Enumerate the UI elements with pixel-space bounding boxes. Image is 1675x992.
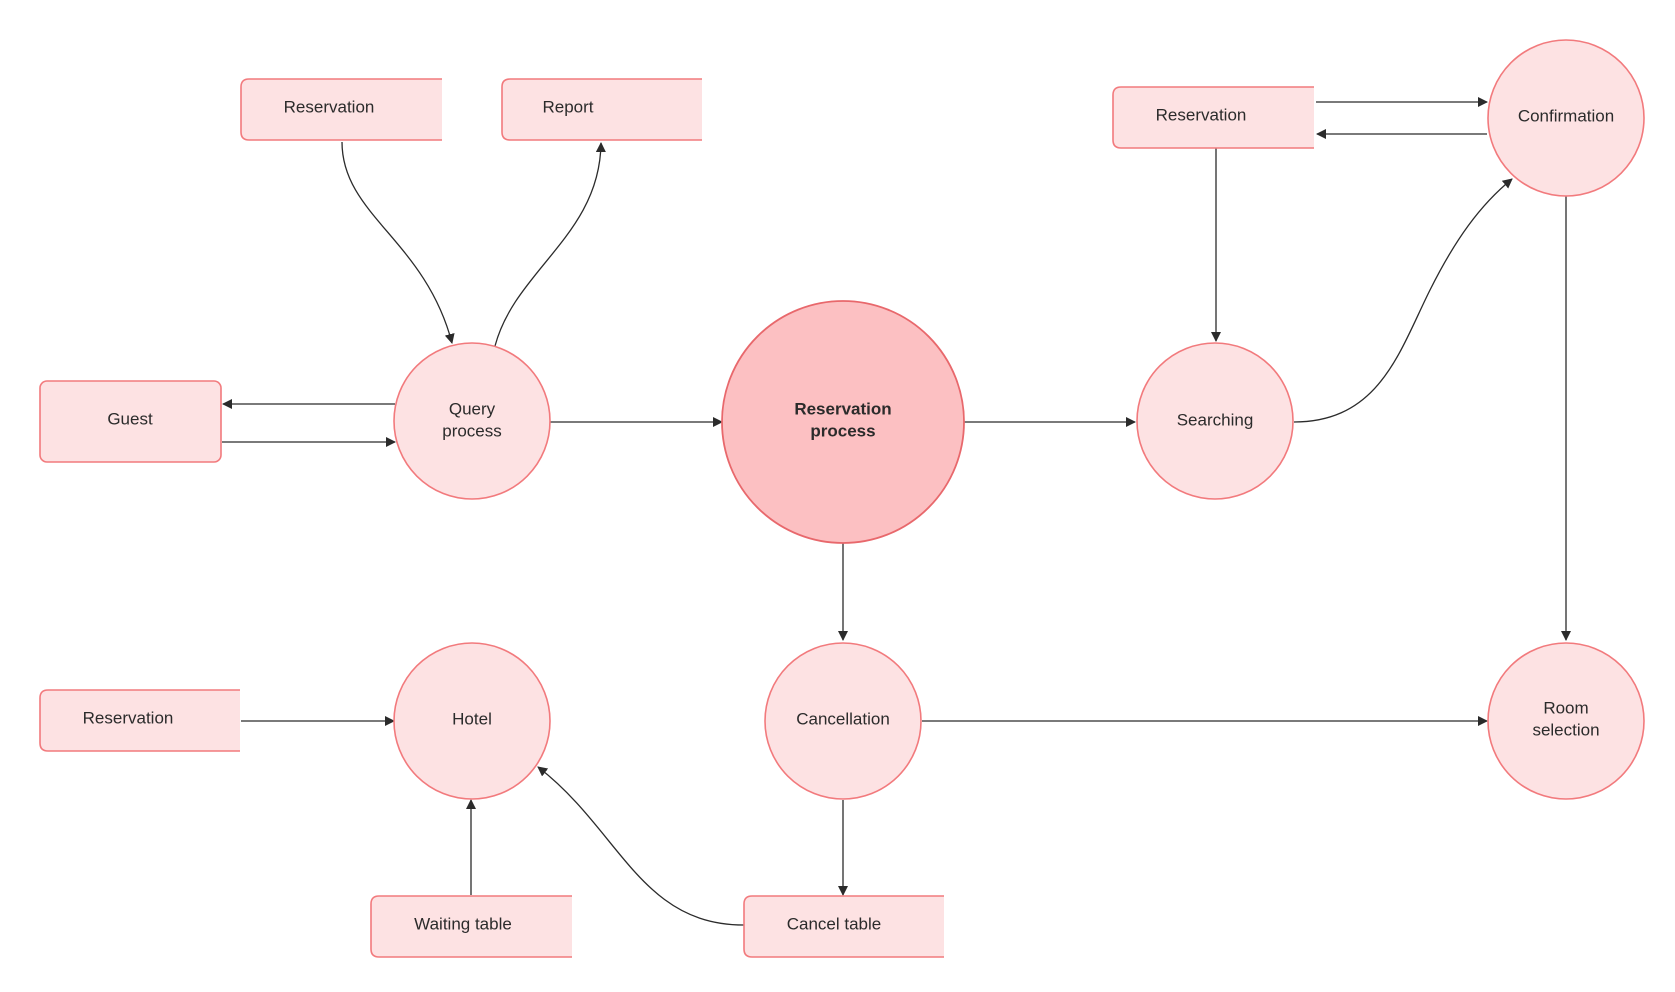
process-label: Hotel [452, 709, 492, 728]
store-waiting-table[interactable]: Waiting table [370, 895, 572, 958]
store-label: Waiting table [414, 914, 512, 933]
process-label-line1: Room [1543, 698, 1588, 717]
store-reservation-right[interactable]: Reservation [1112, 86, 1314, 149]
store-label: Reservation [83, 708, 174, 727]
store-label: Report [542, 97, 593, 116]
process-label-line1: Query [449, 399, 496, 418]
process-label-line2: process [442, 421, 502, 440]
store-label: Reservation [1156, 105, 1247, 124]
process-label-line1: Reservation [794, 399, 891, 418]
process-query[interactable]: Query process [393, 342, 551, 500]
store-report[interactable]: Report [501, 78, 702, 141]
process-hotel[interactable]: Hotel [393, 642, 551, 800]
edge-cancel-table-to-hotel [537, 766, 745, 926]
process-reservation[interactable]: Reservation process [721, 300, 965, 544]
edge-query-to-report [494, 142, 606, 347]
process-label-line2: selection [1532, 720, 1599, 739]
process-label: Searching [1177, 410, 1254, 429]
store-reservation-bottom[interactable]: Reservation [39, 689, 240, 752]
edge-searching-to-confirmation [1293, 178, 1513, 423]
store-label: Guest [107, 409, 153, 428]
store-label: Cancel table [787, 914, 882, 933]
edge-reservation-to-query [341, 141, 455, 344]
process-searching[interactable]: Searching [1136, 342, 1294, 500]
process-label-line2: process [810, 421, 875, 440]
process-label: Confirmation [1518, 106, 1614, 125]
store-reservation-top[interactable]: Reservation [240, 78, 442, 141]
edges [222, 97, 1571, 926]
process-confirmation[interactable]: Confirmation [1487, 39, 1645, 197]
process-room-selection[interactable]: Room selection [1487, 642, 1645, 800]
store-label: Reservation [284, 97, 375, 116]
store-guest[interactable]: Guest [39, 380, 222, 463]
store-cancel-table[interactable]: Cancel table [743, 895, 944, 958]
process-cancellation[interactable]: Cancellation [764, 642, 922, 800]
process-label: Cancellation [796, 709, 890, 728]
